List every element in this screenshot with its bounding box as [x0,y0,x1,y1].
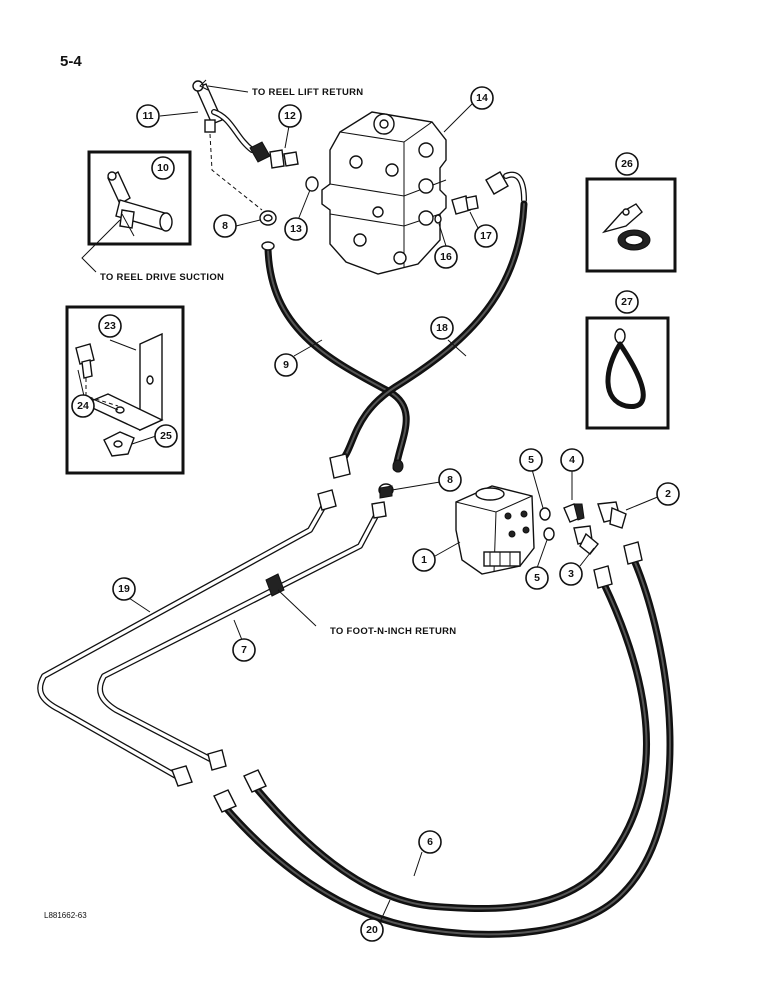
callout-7: 7 [232,638,256,662]
callout-23: 23 [98,314,122,338]
callout-8-lower: 8 [438,468,462,492]
foot-n-inch-return-label: TO FOOT-N-INCH RETURN [330,626,456,637]
callout-5-upper: 5 [519,448,543,472]
callout-3: 3 [559,562,583,586]
inset-clamp-26 [585,177,677,273]
elbow-2 [597,501,627,529]
svg-text:12: 12 [284,110,296,122]
svg-text:19: 19 [118,583,130,595]
tee-fitting-11 [192,80,255,153]
tube-7 [97,501,387,771]
o-ring-5-lower [543,527,555,541]
hose-clamp-8-lower [378,483,394,499]
control-valve [321,111,447,275]
svg-text:17: 17 [480,230,492,242]
callout-27: 27 [615,290,639,314]
svg-text:8: 8 [447,474,453,486]
svg-text:7: 7 [241,644,247,656]
drawing-code: L881662-63 [44,911,87,920]
page-number: 5-4 [60,53,82,70]
elbow-3 [573,525,599,555]
callout-26: 26 [615,152,639,176]
connector-12 [249,141,299,169]
tube-19 [37,489,337,787]
svg-text:23: 23 [104,320,116,332]
foot-n-inch-leader [277,589,317,627]
callout-9: 9 [274,353,298,377]
svg-text:14: 14 [476,92,488,104]
svg-text:8: 8 [222,220,228,232]
svg-text:24: 24 [77,400,89,412]
reel-lift-return-label: TO REEL LIFT RETURN [252,87,363,98]
callout-24: 24 [71,394,95,418]
svg-text:26: 26 [621,158,633,170]
callout-10: 10 [151,156,175,180]
callout-11: 11 [136,104,160,128]
reel-drive-leader [81,219,121,273]
o-ring-16 [434,214,442,224]
svg-text:5: 5 [534,572,540,584]
callout-20: 20 [360,918,384,942]
callout-6: 6 [418,830,442,854]
inset-bracket [65,305,185,475]
hose-9 [261,241,410,473]
svg-text:20: 20 [366,924,378,936]
svg-text:27: 27 [621,296,633,308]
svg-text:1: 1 [421,554,427,566]
callout-18: 18 [430,316,454,340]
callout-17: 17 [474,224,498,248]
svg-text:4: 4 [569,454,575,466]
svg-text:2: 2 [665,488,671,500]
callout-leaders [77,99,661,923]
svg-text:11: 11 [142,110,153,122]
callout-4: 4 [560,448,584,472]
reel-lift-arrow [199,79,209,91]
reel-drive-suction-label: TO REEL DRIVE SUCTION [100,272,224,283]
callout-13: 13 [284,217,308,241]
inset-strap-27 [585,316,670,430]
svg-text:3: 3 [568,568,574,580]
hose-6 [243,565,650,912]
hose-18-top-fitting [485,171,527,203]
callout-2: 2 [656,482,680,506]
callout-5-lower: 5 [525,566,549,590]
svg-text:18: 18 [436,322,448,334]
hose-18 [329,200,528,479]
callout-16: 16 [434,245,458,269]
tube-junction [265,573,285,597]
o-ring-13 [305,176,319,192]
o-ring-5-upper [539,507,551,521]
svg-text:25: 25 [160,430,172,442]
svg-text:9: 9 [283,359,289,371]
svg-text:10: 10 [157,162,169,174]
callout-12: 12 [278,104,302,128]
svg-text:16: 16 [440,251,452,263]
callout-14: 14 [470,86,494,110]
reel-lift-leader [207,85,249,93]
svg-text:5: 5 [528,454,534,466]
connector-17 [451,195,479,215]
callout-25: 25 [154,424,178,448]
callout-1: 1 [412,548,436,572]
svg-text:13: 13 [290,223,302,235]
hose-20 [213,541,674,938]
callout-19: 19 [112,577,136,601]
svg-text:6: 6 [427,836,433,848]
hose-clamp-8 [259,210,277,226]
callout-8-upper: 8 [213,214,237,238]
steering-control-unit [455,485,535,575]
connector-4 [563,503,585,523]
inset-tee-10 [87,150,192,246]
hidden-line [209,133,263,211]
